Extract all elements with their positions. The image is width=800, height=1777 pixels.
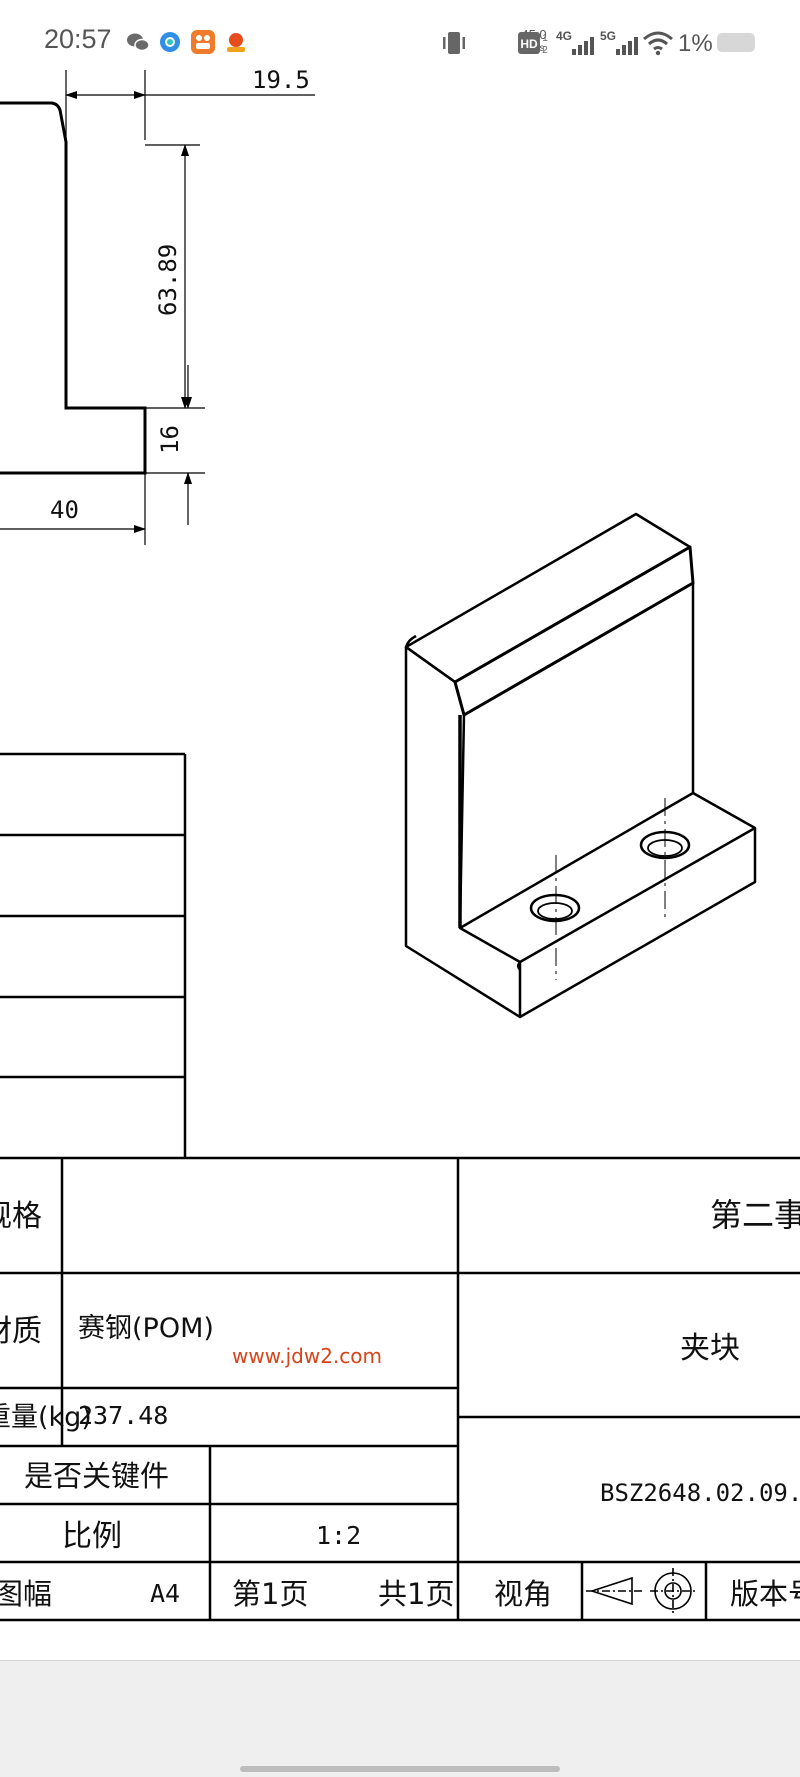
shopping-app-icon [224,30,248,54]
browser-app-icon [158,30,182,54]
weight-label: 重量(kg) [0,1402,92,1433]
sheet-size-label: 图幅 [0,1577,52,1611]
dim-upright-height [145,144,205,525]
status-bar: 20:57 45.0 KB/s HD [0,0,800,84]
isometric-view [404,512,757,1019]
scale-value: 1:2 [316,1521,361,1550]
battery-percent: 1% [678,30,713,57]
dim-base-height-label: 16 [156,425,184,454]
spec-label: 规格 [0,1199,42,1234]
sheet-size-value: A4 [150,1579,180,1608]
svg-text:4G: 4G [556,29,572,43]
vibrate-icon [440,30,468,60]
projection-label: 视角 [494,1577,552,1611]
material-label: 材质 [0,1314,42,1349]
svg-text:HD: HD [520,37,538,51]
page-label: 第1页 [232,1577,308,1611]
sim2-signal-icon: 5G [600,28,640,62]
material-value: 赛钢(POM) [78,1313,214,1344]
scale-label: 比例 [62,1519,122,1554]
home-indicator[interactable] [240,1766,560,1772]
hd-icon: HD 1 2 [518,30,552,60]
wifi-icon [642,30,674,60]
video-app-icon [191,30,215,54]
sim1-signal-icon: 4G [556,28,596,62]
svg-text:5G: 5G [600,29,616,43]
dim-top-width-label: 19.5 [252,66,310,94]
drawing-number: BSZ2648.02.09.009 [600,1479,800,1507]
status-right-group: 45.0 KB/s HD 1 2 4G 5G [440,24,800,64]
version-label: 版本号 [730,1577,800,1611]
dim-base-width-label: 40 [50,496,79,524]
title-block-grid [0,1156,800,1622]
svg-text:1: 1 [542,33,548,44]
battery-icon [717,33,755,52]
weight-value: 237.48 [78,1401,168,1430]
dim-upright-height-label: 63.89 [154,244,182,316]
revision-table [0,752,187,1158]
side-view [0,101,147,475]
key-part-label: 是否关键件 [24,1459,169,1493]
bottom-area [0,1660,800,1777]
company-name: 第二事 [710,1196,800,1234]
dim-top-width [65,70,315,140]
total-pages-label: 共1页 [378,1577,454,1611]
svg-text:2: 2 [542,45,548,56]
projection-symbol-icon [586,1568,696,1614]
dim-base-width [0,473,146,545]
wechat-icon [126,30,150,54]
status-time: 20:57 [44,24,112,54]
watermark-text: www.jdw2.com [232,1344,382,1368]
part-name: 夹块 [680,1331,740,1366]
